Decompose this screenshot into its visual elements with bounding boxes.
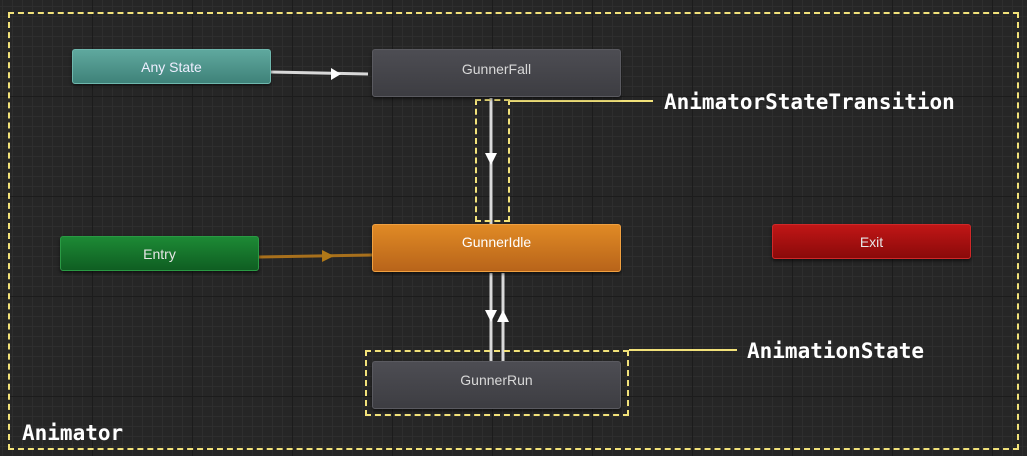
- arrow-fall-to-idle: [485, 153, 497, 165]
- state-entry[interactable]: Entry: [60, 236, 259, 271]
- state-label: Exit: [859, 233, 884, 250]
- state-highlight: [365, 350, 629, 416]
- state-label: Entry: [143, 245, 176, 262]
- callout-transition-label: AnimatorStateTransition: [664, 90, 955, 114]
- arrow-anystate-to-fall: [331, 68, 341, 80]
- state-any-state[interactable]: Any State: [72, 49, 271, 84]
- state-label: GunnerFall: [461, 61, 532, 77]
- state-label: GunnerRun: [460, 372, 533, 388]
- transition-highlight: [475, 99, 510, 222]
- callout-state-label: AnimationState: [747, 339, 925, 363]
- state-label: GunnerIdle: [461, 234, 532, 250]
- arrow-entry-to-idle: [322, 250, 334, 262]
- arrow-run-to-idle: [497, 310, 509, 322]
- state-gunner-idle[interactable]: GunnerIdle: [372, 224, 621, 272]
- transition-entry-to-idle: [258, 253, 373, 259]
- transition-anystate-to-fall: [270, 70, 369, 76]
- state-gunner-run[interactable]: GunnerRun: [372, 361, 621, 409]
- state-gunner-fall[interactable]: GunnerFall: [372, 49, 621, 97]
- state-exit[interactable]: Exit: [772, 224, 971, 259]
- callout-animator-label: Animator: [22, 421, 124, 445]
- state-label: Any State: [141, 58, 202, 75]
- animator-frame: [8, 12, 1019, 450]
- arrow-idle-to-run: [485, 310, 497, 322]
